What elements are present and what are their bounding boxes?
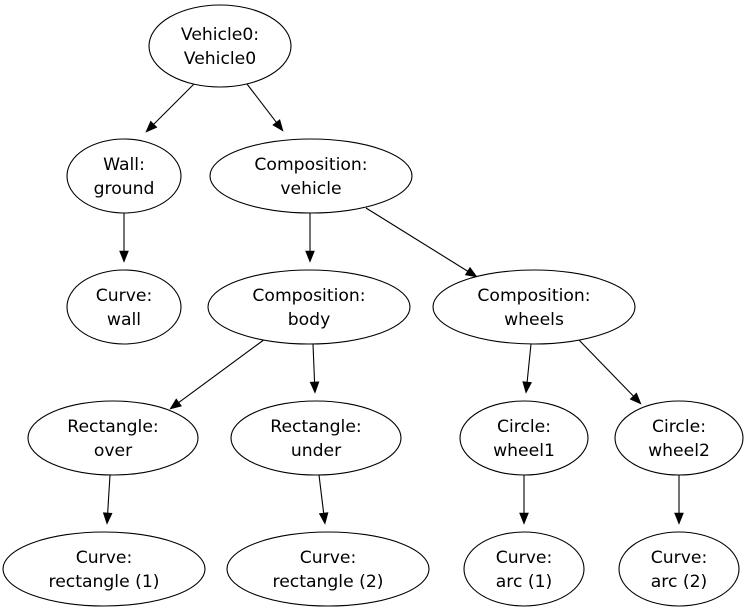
- graph-edge: [119, 213, 129, 263]
- node-ellipse[interactable]: [614, 400, 744, 476]
- node-ellipse[interactable]: [432, 269, 636, 345]
- edge-arrowhead: [674, 512, 684, 525]
- graph-edge: [674, 475, 684, 525]
- node-label-line1: Composition:: [254, 155, 367, 175]
- edge-arrowhead: [318, 512, 329, 525]
- node-ellipse[interactable]: [209, 138, 413, 214]
- graph-edge: [365, 207, 478, 278]
- node-label-line2: wheel2: [648, 441, 710, 461]
- graph-node-rectangle_over[interactable]: Rectangle: over: [27, 400, 199, 476]
- edge-arrowhead: [102, 512, 113, 525]
- node-ellipse[interactable]: [618, 531, 740, 607]
- graph-node-curve_wall[interactable]: Curve: wall: [66, 269, 182, 345]
- edge-arrowhead: [522, 381, 532, 394]
- graph-edge: [145, 83, 195, 133]
- node-label-line1: Vehicle0:: [181, 25, 259, 45]
- node-label-line2: wall: [107, 310, 141, 330]
- node-label-line2: rectangle (1): [49, 572, 160, 592]
- node-ellipse[interactable]: [226, 531, 430, 607]
- node-label-line2: arc (2): [651, 572, 707, 592]
- node-label-line1: Composition:: [252, 286, 365, 306]
- node-label-line1: Curve:: [76, 548, 133, 568]
- node-ellipse[interactable]: [66, 138, 182, 214]
- node-label-line2: under: [291, 441, 342, 461]
- graph-node-composition_body[interactable]: Composition: body: [207, 269, 411, 345]
- node-label-line1: Circle:: [652, 417, 706, 437]
- edge-arrowhead: [272, 119, 284, 132]
- graph-edge: [519, 475, 529, 525]
- node-label-line2: arc (1): [496, 572, 552, 592]
- graph-edge: [577, 338, 642, 405]
- node-label-line1: Curve:: [96, 286, 153, 306]
- node-ellipse[interactable]: [230, 400, 402, 476]
- graph-edge: [246, 83, 284, 132]
- edge-line: [318, 474, 325, 515]
- edge-arrowhead: [305, 250, 315, 263]
- graph-edge: [305, 213, 315, 263]
- graph-node-composition_vehicle[interactable]: Composition: vehicle: [209, 138, 413, 214]
- node-label-line1: Curve:: [300, 548, 357, 568]
- node-label-line2: vehicle: [280, 179, 341, 199]
- node-ellipse[interactable]: [463, 531, 585, 607]
- nodes-layer: Vehicle0:Vehicle0Wall:groundComposition:…: [2, 4, 744, 607]
- edge-line: [526, 343, 532, 384]
- node-label-line1: Wall:: [103, 155, 145, 175]
- node-ellipse[interactable]: [27, 400, 199, 476]
- node-ellipse[interactable]: [207, 269, 411, 345]
- node-ellipse[interactable]: [66, 269, 182, 345]
- graph-node-curve_arc_2[interactable]: Curve: arc (2): [618, 531, 740, 607]
- edge-line: [312, 343, 316, 384]
- node-label-line2: wheel1: [493, 441, 555, 461]
- node-label-line1: Circle:: [497, 417, 551, 437]
- edge-line: [577, 338, 635, 398]
- graph-node-wall_ground[interactable]: Wall: ground: [66, 138, 182, 214]
- node-ellipse[interactable]: [148, 4, 292, 88]
- graph-node-circle_wheel1[interactable]: Circle: wheel1: [459, 400, 589, 476]
- graph-edge: [102, 474, 113, 525]
- node-ellipse[interactable]: [2, 531, 206, 607]
- node-label-line1: Rectangle:: [67, 417, 158, 437]
- node-label-line2: rectangle (2): [273, 572, 384, 592]
- edge-arrowhead: [169, 398, 182, 410]
- graph-node-vehicle0[interactable]: Vehicle0: Vehicle0: [148, 4, 292, 88]
- node-ellipse[interactable]: [459, 400, 589, 476]
- graph-edge: [309, 343, 320, 394]
- node-label-line1: Composition:: [477, 286, 590, 306]
- edge-arrowhead: [309, 381, 320, 394]
- edges-layer: [102, 83, 684, 525]
- graph-node-composition_wheels[interactable]: Composition: wheels: [432, 269, 636, 345]
- graph-edge: [318, 474, 329, 525]
- node-label-line2: over: [94, 441, 133, 461]
- node-label-line1: Curve:: [651, 548, 708, 568]
- edge-arrowhead: [629, 392, 642, 405]
- edge-line: [152, 83, 195, 126]
- node-label-line1: Rectangle:: [270, 417, 361, 437]
- edge-arrowhead: [464, 266, 478, 278]
- node-label-line2: wheels: [504, 310, 564, 330]
- edge-arrowhead: [145, 120, 158, 133]
- graph-node-curve_arc_1[interactable]: Curve: arc (1): [463, 531, 585, 607]
- graph-node-rectangle_under[interactable]: Rectangle: under: [230, 400, 402, 476]
- edge-line: [107, 474, 111, 515]
- edge-line: [177, 338, 266, 404]
- node-label-line1: Curve:: [496, 548, 553, 568]
- graph-node-curve_rectangle_2[interactable]: Curve: rectangle (2): [226, 531, 430, 607]
- node-label-line2: body: [288, 310, 331, 330]
- edge-arrowhead: [119, 250, 129, 263]
- node-label-line2: ground: [94, 179, 155, 199]
- graph-edge: [169, 338, 266, 410]
- node-label-line2: Vehicle0: [184, 49, 256, 69]
- edge-line: [365, 207, 470, 273]
- edge-arrowhead: [519, 512, 529, 525]
- graph-node-circle_wheel2[interactable]: Circle: wheel2: [614, 400, 744, 476]
- graph-node-curve_rectangle_1[interactable]: Curve: rectangle (1): [2, 531, 206, 607]
- edge-line: [246, 83, 278, 124]
- graph-edge: [522, 343, 532, 394]
